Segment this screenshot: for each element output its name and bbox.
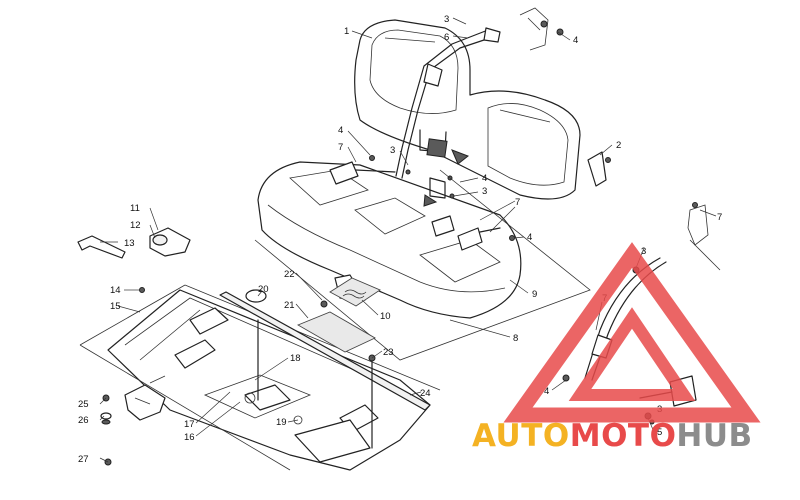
foam-pad (329, 277, 381, 307)
callout-15: 15 (110, 301, 121, 312)
callout-21: 21 (284, 300, 295, 311)
access-panel (296, 300, 376, 353)
callout-7: 7 (717, 212, 722, 223)
callout-26: 26 (78, 415, 89, 426)
callout-24: 24 (420, 388, 431, 399)
callout-23: 23 (383, 347, 394, 358)
callout-16: 16 (184, 432, 195, 443)
callout-27: 27 (78, 454, 89, 465)
watermark-logo: AUTOMOTOHUB (472, 418, 753, 454)
callout-13: 13 (124, 238, 135, 249)
callout-3: 3 (444, 14, 449, 25)
callout-5: 5 (657, 427, 662, 438)
mount-bracket-assembly (100, 384, 166, 466)
floor-pan (107, 289, 431, 471)
backrest-bracket (587, 151, 611, 187)
seat-belt-buckles (329, 149, 515, 251)
leader-lines (99, 17, 717, 463)
callout-17: 17 (184, 419, 195, 430)
callout-7: 7 (515, 197, 520, 208)
watermark-moto: MOTO (569, 418, 677, 454)
tool-holder (149, 227, 191, 257)
callout-3: 3 (390, 145, 395, 156)
callout-20: 20 (258, 284, 269, 295)
callout-4: 4 (482, 173, 487, 184)
callout-3: 3 (482, 186, 487, 197)
callout-3: 3 (641, 246, 646, 257)
callout-4: 4 (573, 35, 578, 46)
watermark-auto: AUTO (472, 418, 570, 454)
callout-4: 4 (527, 232, 532, 243)
callout-25: 25 (78, 399, 89, 410)
callout-12: 12 (130, 220, 141, 231)
callout-11: 11 (130, 203, 140, 214)
floor-pan-outline (79, 284, 441, 471)
callout-22: 22 (284, 269, 295, 280)
callout-18: 18 (290, 353, 301, 364)
cushion-group-outline (254, 169, 591, 361)
wrench-tool (77, 235, 126, 259)
callout-6: 6 (444, 32, 449, 43)
seat-backrest (354, 19, 581, 200)
warning-triangle-icon (503, 242, 761, 423)
callout-numbers: 1 2 3 3 3 3 3 4 4 4 4 4 5 6 7 7 7 7 8 9 … (78, 14, 722, 465)
seat-rail-strip (219, 291, 431, 411)
callout-4: 4 (544, 386, 549, 397)
callout-4: 4 (338, 125, 343, 136)
callout-10: 10 (380, 311, 391, 322)
watermark-hub: HUB (676, 418, 753, 454)
round-cap (245, 289, 267, 303)
callout-8: 8 (513, 333, 518, 344)
callout-9: 9 (532, 289, 537, 300)
callout-7: 7 (338, 142, 343, 153)
callout-14: 14 (110, 285, 121, 296)
upper-mount-bracket (519, 7, 564, 51)
callout-19: 19 (276, 417, 287, 428)
callout-1: 1 (344, 26, 349, 37)
callout-2: 2 (616, 140, 621, 151)
